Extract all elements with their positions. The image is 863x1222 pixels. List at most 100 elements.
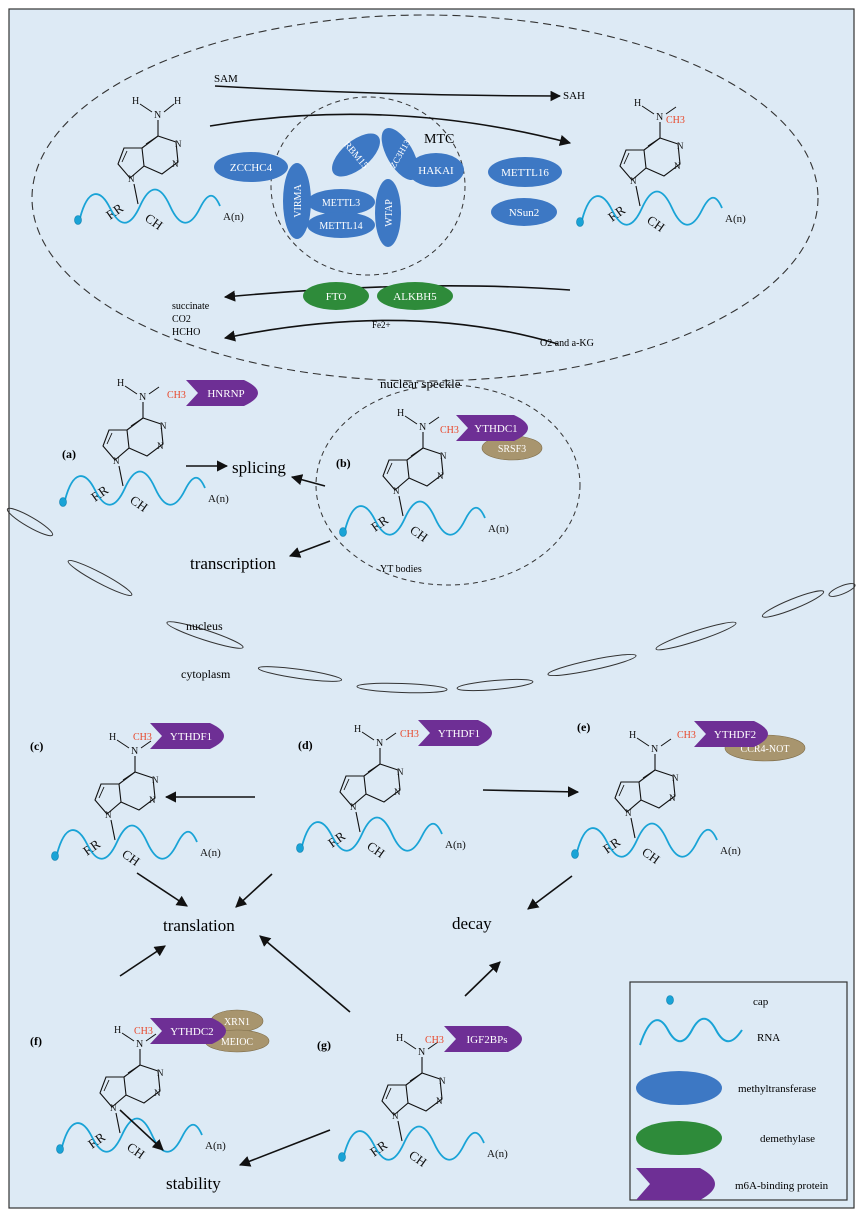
- amine-h-label: H: [132, 96, 139, 107]
- methyl-label-e: CH3: [677, 730, 696, 741]
- arrow-b-to-transcription: [288, 540, 331, 558]
- poly-a-label: A(n): [445, 839, 466, 851]
- rna-strand: [343, 1125, 485, 1161]
- poly-a-label: A(n): [205, 1140, 226, 1152]
- svg-text:SRSF3: SRSF3: [498, 444, 526, 455]
- methyl-label-b: CH3: [440, 425, 459, 436]
- svg-text:METTL16: METTL16: [501, 167, 549, 179]
- amine-h-label: H: [634, 98, 641, 109]
- panel-tag-b: (b): [336, 456, 351, 470]
- ring-n-label: N: [175, 139, 182, 149]
- mtc-virma: VIRMA: [283, 163, 311, 239]
- demethyl-product-co2: CO2: [172, 314, 191, 325]
- svg-text:ZCCHC4: ZCCHC4: [230, 162, 273, 174]
- oxygen-akg-label: O2 and a-KG: [540, 338, 594, 349]
- arrow-g-to-decay: [464, 961, 501, 997]
- amine-n-label: N: [131, 746, 138, 757]
- legend-rna-icon: [639, 1017, 743, 1046]
- svg-text:VIRMA: VIRMA: [293, 184, 304, 218]
- mtc-mettl14: METTL14: [307, 212, 375, 238]
- arrow-d-to-e: [482, 786, 580, 798]
- mtc-rbm15: RBM15: [332, 133, 380, 177]
- arrow-d-to-translation: [235, 873, 273, 908]
- amine-h-label: H: [117, 378, 124, 389]
- ring-n9-label: N: [105, 810, 112, 820]
- sam-to-sah-arrow: [214, 85, 562, 102]
- amine-h-label: H: [354, 724, 361, 735]
- arrow-c-to-translation: [136, 872, 188, 907]
- nuclear-envelope: [6, 507, 856, 694]
- ring-n9-label: N: [128, 174, 135, 184]
- svg-text:HNRNP: HNRNP: [207, 388, 244, 400]
- mtc-mettl3: METTL3: [307, 189, 375, 215]
- iron-cofactor-label: Fe2+: [372, 320, 391, 330]
- yt-bodies-boundary: [315, 384, 581, 586]
- outcome-decay: decay: [452, 914, 492, 933]
- arrow-e-to-decay: [527, 875, 573, 910]
- ring-n-label: N: [436, 1096, 443, 1106]
- svg-text:ALKBH5: ALKBH5: [393, 291, 437, 303]
- eraser-alkbh5: ALKBH5: [377, 282, 453, 310]
- poly-a-label: A(n): [208, 493, 229, 505]
- legend-demethylase-label: demethylase: [760, 1133, 815, 1145]
- nuclear-speckle-label: nuclear speckle: [380, 376, 461, 391]
- svg-text:XRN1: XRN1: [224, 1017, 250, 1028]
- svg-text:YTHDC1: YTHDC1: [474, 423, 517, 435]
- ring-n9-label: N: [392, 1111, 399, 1121]
- nucleus-label: nucleus: [186, 619, 223, 633]
- svg-text:YTHDF2: YTHDF2: [714, 729, 756, 741]
- ring-n-label: N: [440, 451, 447, 461]
- svg-text:WTAP: WTAP: [384, 199, 395, 227]
- methylation-arrow: [209, 113, 572, 146]
- rna-strand: [576, 822, 718, 858]
- poly-a-label: A(n): [200, 847, 221, 859]
- svg-text:HAKAI: HAKAI: [418, 165, 454, 177]
- reader-ythdc2: YTHDC2: [150, 1018, 226, 1044]
- amine-n-label: N: [139, 392, 146, 403]
- amine-h-label: H: [114, 1025, 121, 1036]
- panel-tag-f: (f): [30, 1034, 42, 1048]
- ring-n-label: N: [677, 141, 684, 151]
- ring-n-label: N: [157, 441, 164, 451]
- mtc-label: MTC: [424, 132, 454, 147]
- poly-a-label: A(n): [488, 523, 509, 535]
- cap-icon: [59, 497, 67, 507]
- legend-demethylase-icon: [636, 1121, 722, 1155]
- panel-tag-c: (c): [30, 739, 43, 753]
- demethylation-arrow-lower: [223, 319, 559, 345]
- svg-text:NSun2: NSun2: [509, 207, 540, 219]
- methyl-label-a: CH3: [167, 390, 186, 401]
- outcome-transcription: transcription: [190, 554, 276, 573]
- poly-a-label: A(n): [720, 845, 741, 857]
- ring-n-label: N: [672, 773, 679, 783]
- reader-igf2bps: IGF2BPs: [444, 1026, 522, 1052]
- methyl-label-f: CH3: [134, 1026, 153, 1037]
- cap-icon: [576, 217, 584, 227]
- methyl-label-g: CH3: [425, 1035, 444, 1046]
- reader-ythdc1: YTHDC1: [456, 415, 528, 441]
- cap-icon: [56, 1144, 64, 1154]
- arrow-g-to-translation: [259, 935, 351, 1013]
- poly-a-label: A(n): [223, 211, 244, 223]
- methyl-label-speckle: CH3: [666, 115, 685, 126]
- ring-n-label: N: [437, 471, 444, 481]
- writer-mettl16: METTL16: [488, 157, 562, 187]
- amine-n-label: N: [136, 1039, 143, 1050]
- rna-strand: [56, 824, 198, 860]
- legend-rna-label: RNA: [757, 1032, 780, 1044]
- cap-icon: [74, 215, 82, 225]
- arrow-f-to-translation: [119, 945, 166, 977]
- svg-text:FTO: FTO: [326, 291, 347, 303]
- panel-tag-g: (g): [317, 1038, 331, 1052]
- ring-n9-label: N: [625, 808, 632, 818]
- demethyl-product-hcho: HCHO: [172, 327, 200, 338]
- ring-n-label: N: [160, 421, 167, 431]
- sah-label: SAH: [563, 90, 585, 102]
- legend-cap-label: cap: [753, 996, 769, 1008]
- svg-text:YTHDC2: YTHDC2: [170, 1026, 213, 1038]
- ring-n-label: N: [439, 1076, 446, 1086]
- amine-n-label: N: [419, 422, 426, 433]
- cap-icon: [338, 1152, 346, 1162]
